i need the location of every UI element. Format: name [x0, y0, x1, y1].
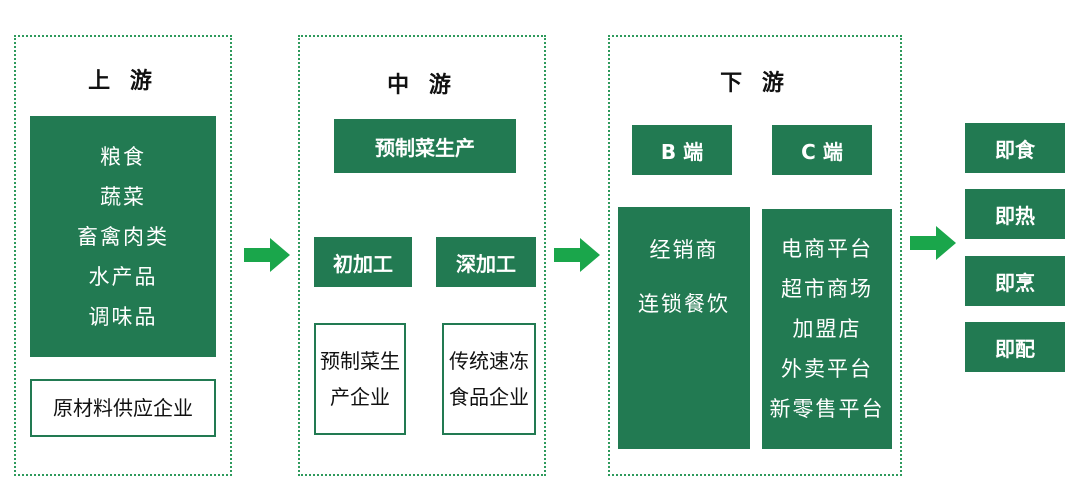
list-item: 加盟店: [792, 317, 862, 341]
list-item: 电商平台: [781, 237, 873, 261]
upstream-title: 上 游: [88, 69, 158, 94]
b-side-channels-box: 经销商 连锁餐饮: [618, 207, 750, 449]
deep-company-box: 传统速冻食品企业: [442, 323, 536, 435]
c-side-box: C 端: [772, 125, 872, 175]
list-item: 水产品: [88, 264, 158, 289]
product-ready-to-cook: 即烹: [965, 256, 1065, 306]
product-ready-to-prepare: 即配: [965, 322, 1065, 372]
downstream-title: 下 游: [720, 71, 790, 96]
product-ready-to-heat: 即热: [965, 189, 1065, 239]
deep-processing-box: 深加工: [436, 237, 536, 287]
c-side-channels-box: 电商平台 超市商场 加盟店 外卖平台 新零售平台: [762, 209, 892, 449]
list-item: 连锁餐饮: [638, 292, 730, 316]
b-side-box: B 端: [632, 125, 732, 175]
list-item: 蔬菜: [100, 184, 146, 209]
upstream-panel: 上 游 粮食 蔬菜 畜禽肉类 水产品 调味品 原材料供应企业: [14, 35, 232, 476]
supplier-box: 原材料供应企业: [30, 379, 216, 437]
primary-company-box: 预制菜生产企业: [314, 323, 406, 435]
list-item: 粮食: [100, 144, 146, 169]
arrow-right-icon: [910, 226, 956, 260]
list-item: 超市商场: [781, 277, 873, 301]
list-item: 经销商: [649, 238, 719, 262]
list-item: 畜禽肉类: [77, 224, 169, 249]
list-item: 外卖平台: [781, 357, 873, 381]
arrow-right-icon: [554, 238, 600, 272]
product-ready-to-eat: 即食: [965, 123, 1065, 173]
midstream-title: 中 游: [387, 73, 457, 98]
primary-processing-box: 初加工: [314, 237, 412, 287]
upstream-materials-box: 粮食 蔬菜 畜禽肉类 水产品 调味品: [30, 116, 216, 357]
production-box: 预制菜生产: [334, 119, 516, 173]
midstream-panel: 中 游 预制菜生产 初加工 深加工 预制菜生产企业 传统速冻食品企业: [298, 35, 546, 476]
downstream-panel: 下 游 B 端 C 端 经销商 连锁餐饮 电商平台 超市商场 加盟店 外卖平台 …: [608, 35, 902, 476]
arrow-right-icon: [244, 238, 290, 272]
list-item: 调味品: [88, 304, 158, 329]
list-item: 新零售平台: [769, 397, 885, 421]
